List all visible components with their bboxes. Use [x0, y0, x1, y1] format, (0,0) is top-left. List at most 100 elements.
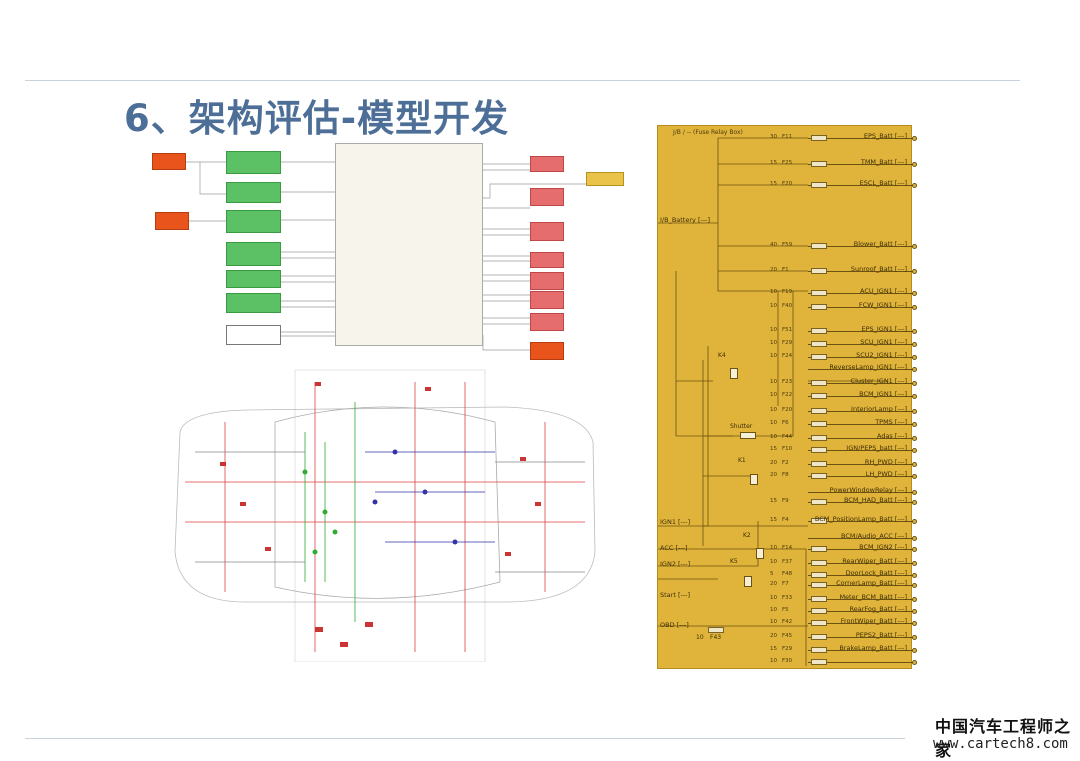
connector-pin — [912, 621, 917, 626]
fuse-id: F37 — [782, 559, 793, 565]
fuse-wire — [808, 575, 913, 576]
fuse-circuit-label: InteriorLamp [---] — [851, 405, 907, 413]
fuse-id: F4 — [782, 517, 789, 523]
fuse-icon — [811, 341, 827, 347]
connector-pin — [912, 244, 917, 249]
input-block — [152, 153, 186, 170]
relay-k2-label: K2 — [743, 532, 751, 539]
fuse-row: BCM/Audio_ACC [---] — [658, 532, 917, 543]
fuse-wire — [808, 585, 913, 586]
fuse-id: F45 — [782, 633, 793, 639]
connector-pin — [912, 500, 917, 505]
fuse-icon — [811, 290, 827, 296]
fuse-id: F23 — [782, 379, 793, 385]
fuse-wire — [808, 411, 913, 412]
fuse-circuit-label: EPS_IGN1 [---] — [861, 325, 907, 333]
connector-pin — [912, 583, 917, 588]
fuse-id: F20 — [782, 181, 793, 187]
signal-block — [226, 182, 281, 203]
shutter-fuse — [740, 432, 756, 439]
output-block — [530, 272, 564, 290]
fuse-icon — [811, 380, 827, 386]
connector-pin — [912, 381, 917, 386]
fuse-rating: 15 — [770, 446, 777, 452]
fuse-icon — [811, 435, 827, 441]
fuse-id: F44 — [782, 434, 793, 440]
fuse-id: F48 — [782, 571, 793, 577]
fuse-wire — [808, 549, 913, 550]
relay-k1-label: K1 — [738, 457, 746, 464]
fuse-wire — [808, 599, 913, 600]
fuse-wire — [808, 293, 913, 294]
fuse-id: F14 — [782, 545, 793, 551]
fuse-wire — [808, 502, 913, 503]
connector-pin — [912, 448, 917, 453]
fuse-circuit-label: BCM/Audio_ACC [---] — [841, 532, 907, 540]
fuse-circuit-label: TPMS [---] — [875, 418, 907, 426]
fuse-rating: 20 — [770, 633, 777, 639]
connector-pin — [912, 635, 917, 640]
fuse-wire — [808, 307, 913, 308]
ecu-model-block — [335, 143, 483, 346]
fuse-icon — [811, 243, 827, 249]
fuse-rating: 15 — [770, 181, 777, 187]
fuse-id: F2 — [782, 460, 789, 466]
signal-block — [226, 270, 281, 288]
fuse-wire — [808, 357, 913, 358]
fuse-icon — [811, 268, 827, 274]
obd-fuse-id: F43 — [710, 634, 722, 641]
fuse-box-wiring — [658, 137, 888, 666]
fuse-circuit-label: ACU_IGN1 [---] — [859, 287, 907, 295]
input-block — [155, 212, 189, 230]
output-block — [530, 291, 564, 309]
fuse-circuit-label: ESCL_Batt [---] — [859, 179, 907, 187]
fuse-circuit-label: SCU_IGN1 [---] — [860, 338, 907, 346]
connector-pin — [912, 422, 917, 427]
fuse-rating: 10 — [770, 559, 777, 565]
connector-pin — [912, 409, 917, 414]
fuse-circuit-label: Sunroof_Batt [---] — [850, 265, 907, 273]
fuse-circuit-label: BrakeLamp_Batt [---] — [839, 644, 907, 652]
fuse-rating: 20 — [770, 472, 777, 478]
fuse-id: F6 — [782, 420, 789, 426]
fuse-icon — [811, 582, 827, 588]
fuse-id: F11 — [782, 134, 793, 140]
connector-pin — [912, 394, 917, 399]
fuse-icon — [811, 608, 827, 614]
fuse-id: F51 — [782, 327, 793, 333]
fuse-circuit-label: FrontWiper_Batt [---] — [840, 617, 907, 625]
fuse-icon — [811, 620, 827, 626]
fuse-id: F19 — [782, 289, 793, 295]
connector-pin — [912, 573, 917, 578]
fuse-circuit-label: Adas [---] — [876, 432, 907, 440]
fuse-circuit-label: Meter_BCM_Batt [---] — [839, 593, 907, 601]
fuse-rating: 10 — [770, 407, 777, 413]
fuse-relay-box: J/B / -- (Fuse Relay Box) EPS_Batt [---]… — [657, 125, 917, 669]
fuse-wire — [808, 438, 913, 439]
fuse-rating: 10 — [770, 340, 777, 346]
fuse-rating: 15 — [770, 646, 777, 652]
fuse-rating: 10 — [770, 434, 777, 440]
fuse-wire — [808, 611, 913, 612]
fuse-wire — [808, 369, 913, 370]
fuse-id: F5 — [782, 607, 789, 613]
fuse-circuit-label: IGN/PEPS_batt [---] — [846, 444, 907, 452]
fuse-id: F42 — [782, 619, 793, 625]
connector-pin — [912, 462, 917, 467]
output-block — [530, 188, 564, 206]
fuse-icon — [811, 634, 827, 640]
fuse-id: F10 — [782, 446, 793, 452]
fuse-wire — [808, 662, 913, 663]
connector-pin — [912, 519, 917, 524]
fuse-icon — [811, 518, 827, 524]
connector-pin — [912, 355, 917, 360]
